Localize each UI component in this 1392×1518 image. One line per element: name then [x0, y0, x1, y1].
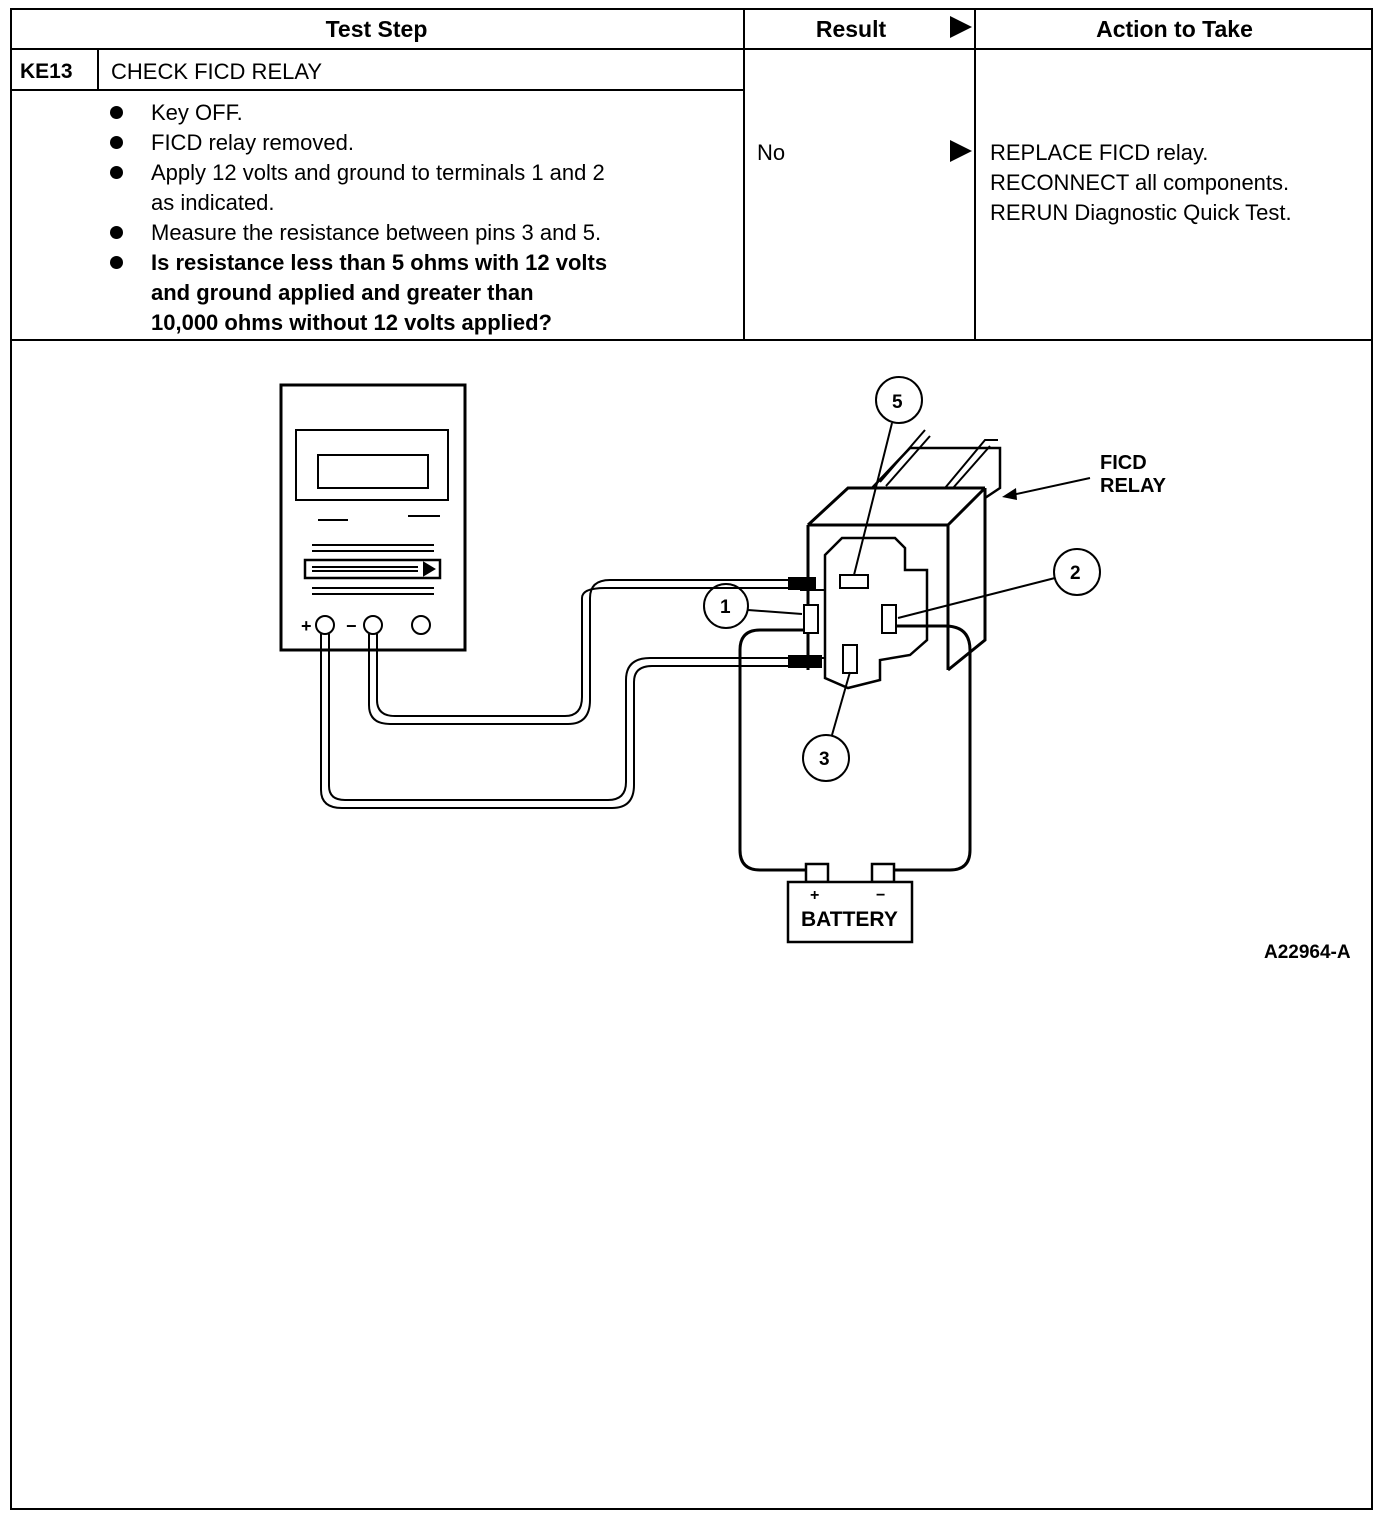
- pin-3: [842, 644, 858, 674]
- bullet-icon: [110, 136, 123, 149]
- header-divider: [10, 48, 1373, 50]
- col-divider-1: [743, 8, 745, 341]
- multimeter-icon: [279, 383, 467, 652]
- table-bottom: [10, 339, 1373, 341]
- question-text: Is resistance less than 5 ohms with 12 v…: [151, 250, 608, 275]
- bullet-text: FICD relay removed.: [151, 130, 354, 155]
- relay-label: FICD: [1100, 452, 1147, 474]
- meter-minus-label: −: [346, 616, 357, 636]
- ficd-relay-icon: [800, 429, 1002, 690]
- bullet-text: Key OFF.: [151, 100, 243, 125]
- relay-pointer-line: [1011, 477, 1091, 496]
- pin-5: [839, 574, 869, 589]
- callout-1: [703, 583, 803, 629]
- result-arrow-icon: [950, 16, 972, 38]
- question-text-continued: 10,000 ohms without 12 volts applied?: [151, 310, 552, 335]
- bullet-icon: [110, 256, 123, 269]
- action-line: REPLACE FICD relay.: [990, 140, 1209, 165]
- battery-plus-label: +: [810, 887, 819, 904]
- battery-label: BATTERY: [801, 908, 898, 931]
- pin-2: [881, 604, 897, 634]
- action-line: RECONNECT all components.: [990, 170, 1290, 195]
- outer-frame: [10, 8, 1373, 1510]
- relay-test-diagram: + −: [279, 376, 1351, 963]
- meter-lead-positive: [320, 634, 790, 809]
- header-result: Result: [815, 16, 887, 42]
- meter-lead-negative: [368, 579, 790, 725]
- callout-3: [802, 671, 851, 782]
- col-divider-2: [974, 8, 976, 341]
- relay-pointer-arrow-icon: [1002, 488, 1017, 500]
- bullet-icon: [110, 166, 123, 179]
- bullet-text: Measure the resistance between pins 3 an…: [151, 220, 602, 245]
- callout-5-label: 5: [892, 392, 903, 413]
- callout-3-label: 3: [819, 749, 830, 770]
- bullet-text: Apply 12 volts and ground to terminals 1…: [151, 160, 605, 185]
- relay-label-continued: RELAY: [1100, 475, 1167, 497]
- header-action: Action to Take: [1096, 16, 1253, 42]
- step-title: CHECK FICD RELAY: [111, 59, 323, 84]
- step-id-divider: [97, 48, 99, 90]
- battery-icon: [786, 862, 914, 944]
- bullet-icon: [110, 106, 123, 119]
- callout-2-label: 2: [1070, 563, 1081, 584]
- step-id: KE13: [20, 60, 73, 83]
- figure-id: A22964-A: [1264, 942, 1351, 963]
- callout-2: [897, 548, 1101, 619]
- bullet-icon: [110, 226, 123, 239]
- probe-tip-icon: [788, 655, 822, 668]
- header-test-step: Test Step: [325, 16, 428, 42]
- battery-minus-label: −: [876, 887, 885, 904]
- callout-1-label: 1: [720, 597, 731, 618]
- pin-1: [803, 604, 819, 634]
- meter-plus-label: +: [301, 616, 312, 636]
- action-line: RERUN Diagnostic Quick Test.: [990, 200, 1292, 225]
- callout-5: [853, 376, 923, 576]
- step-title-underline: [10, 89, 743, 91]
- result-arrow-icon: [950, 140, 972, 162]
- battery-wire-negative: [882, 624, 972, 872]
- question-text-continued: and ground applied and greater than: [151, 280, 534, 305]
- battery-wire-positive: [738, 628, 815, 872]
- probe-tip-icon: [788, 577, 816, 590]
- bullet-text-continued: as indicated.: [151, 190, 275, 215]
- result-value: No: [757, 140, 786, 165]
